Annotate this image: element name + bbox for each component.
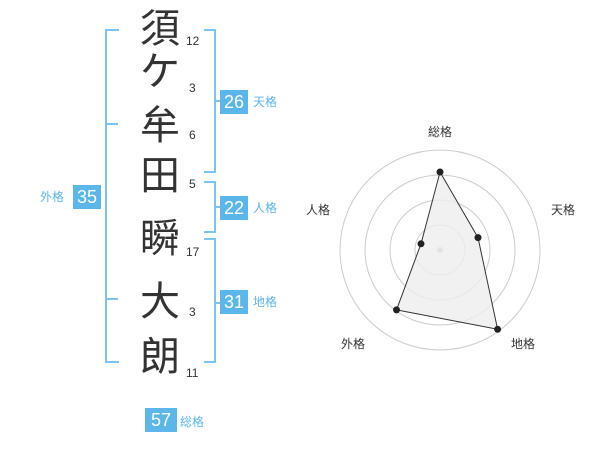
tenkaku-badge: 26 <box>220 90 248 114</box>
jinkaku-tick <box>214 206 222 208</box>
radar-point-2 <box>474 234 482 242</box>
gaikaku-badge: 35 <box>73 185 101 209</box>
soukaku-badge: 57 <box>145 408 177 432</box>
radar-label-gaikaku: 外格 <box>340 337 365 351</box>
stroke-count-1: 12 <box>186 34 200 48</box>
radar-label-jinkaku: 人格 <box>305 203 330 217</box>
soukaku-label: 総格 <box>180 415 205 429</box>
name-char-1: 須 <box>140 6 180 52</box>
radar-points <box>393 168 502 333</box>
stroke-count-3: 6 <box>189 128 196 142</box>
chikaku-tick <box>214 302 222 304</box>
name-char-6: 大 <box>140 279 180 325</box>
tenkaku-tick <box>214 100 222 102</box>
radar-label-chikaku: 地格 <box>510 337 535 351</box>
stroke-count-7: 11 <box>186 366 199 380</box>
tenkaku-label: 天格 <box>253 95 278 109</box>
stroke-count-4: 5 <box>189 177 196 191</box>
radar-point-5 <box>417 240 425 248</box>
name-char-4: 田 <box>140 153 180 199</box>
stroke-count-5: 17 <box>186 245 200 259</box>
radar-label-tenkaku: 天格 <box>550 203 575 217</box>
gaikaku-tick-2 <box>106 298 118 300</box>
jinkaku-label: 人格 <box>253 201 278 215</box>
radar-point-1 <box>436 168 444 176</box>
radar-point-4 <box>393 306 400 314</box>
chikaku-badge: 31 <box>220 290 248 314</box>
radar-label-soukaku: 総格 <box>427 125 452 139</box>
radar-point-3 <box>494 325 502 333</box>
stroke-count-6: 3 <box>189 305 196 319</box>
radar-polygon <box>395 170 499 330</box>
name-char-7: 朗 <box>140 334 180 380</box>
chikaku-bracket <box>204 238 216 363</box>
gaikaku-label: 外格 <box>40 190 65 204</box>
chikaku-label: 地格 <box>253 295 278 309</box>
gaikaku-bracket <box>105 29 119 363</box>
name-char-2: ケ <box>140 49 180 95</box>
name-char-3: 牟 <box>140 103 180 149</box>
stroke-count-2: 3 <box>189 81 196 95</box>
jinkaku-badge: 22 <box>220 196 248 220</box>
name-char-5: 瞬 <box>140 216 180 262</box>
radar-ring <box>339 149 541 351</box>
gaikaku-tick-1 <box>106 123 118 125</box>
